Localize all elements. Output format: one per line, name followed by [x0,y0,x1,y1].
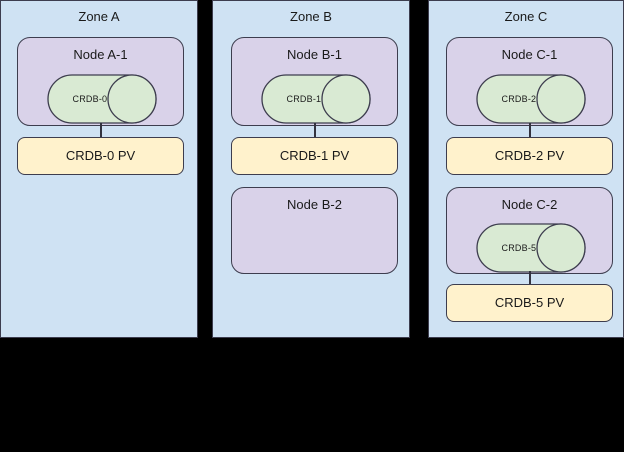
node-label-b-1: Node B-1 [287,47,342,62]
volume-container-crdb-1[interactable]: CRDB-1 PV [231,137,398,175]
node-volume-connector [100,123,102,139]
node-container-b-1[interactable]: Node B-1 CRDB-1 [231,37,398,126]
volume-container-crdb-2[interactable]: CRDB-2 PV [446,137,613,175]
node-label-c-2: Node C-2 [501,197,558,212]
zone-label-b: Zone B [290,9,332,24]
database-label: CRDB-5 [501,243,537,253]
node-container-c-1[interactable]: Node C-1 CRDB-2 [446,37,613,126]
volume-container-crdb-5[interactable]: CRDB-5 PV [446,284,613,322]
node-container-c-2[interactable]: Node C-2 CRDB-5 [446,187,613,274]
zone-container-c[interactable]: Zone C Node C-1 CRDB-2 CRDB-2 PV Node C-… [428,0,624,338]
cylinder-database-icon[interactable]: CRDB-2 [476,74,586,124]
volume-label: CRDB-1 PV [279,148,350,163]
cylinder-database-icon[interactable]: CRDB-1 [261,74,371,124]
node-volume-connector [314,123,316,139]
database-label: CRDB-1 [286,94,322,104]
node-container-b-2[interactable]: Node B-2 [231,187,398,274]
database-label: CRDB-2 [501,94,537,104]
node-label-a-1: Node A-1 [73,47,128,62]
volume-label: CRDB-0 PV [65,148,136,163]
zone-label-c: Zone C [504,9,548,24]
zone-container-a[interactable]: Zone A Node A-1 CRDB-0 CRDB-0 PV [0,0,198,338]
node-label-b-2: Node B-2 [287,197,342,212]
node-container-a-1[interactable]: Node A-1 CRDB-0 [17,37,184,126]
node-label-c-1: Node C-1 [501,47,558,62]
cylinder-database-icon[interactable]: CRDB-5 [476,223,586,273]
volume-label: CRDB-5 PV [494,295,565,310]
volume-container-crdb-0[interactable]: CRDB-0 PV [17,137,184,175]
node-volume-connector [529,123,531,139]
cylinder-database-icon[interactable]: CRDB-0 [47,74,157,124]
node-volume-connector [529,271,531,285]
volume-label: CRDB-2 PV [494,148,565,163]
database-label: CRDB-0 [72,94,108,104]
zone-container-b[interactable]: Zone B Node B-1 CRDB-1 CRDB-1 PV Node B-… [212,0,410,338]
zone-label-a: Zone A [78,9,120,24]
